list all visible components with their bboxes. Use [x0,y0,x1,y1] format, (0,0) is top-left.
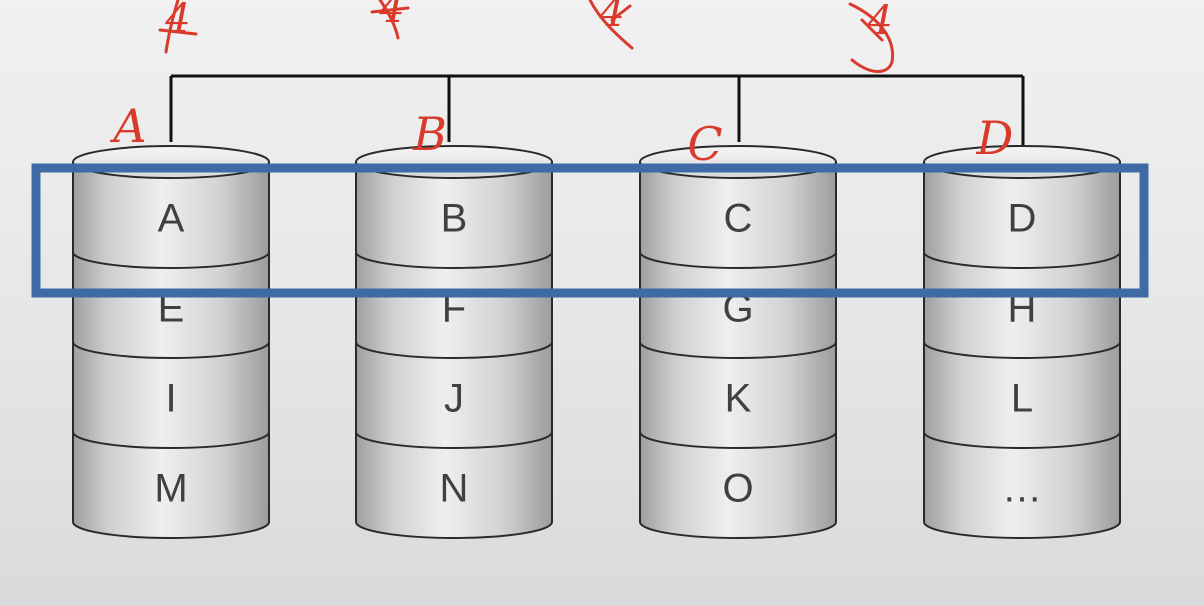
disk-segment-divider [923,341,1121,359]
disk-body [355,161,553,539]
block-label: C [724,197,753,241]
disk-top [923,145,1121,179]
block-label: N [440,467,469,511]
handwritten-top-mark: 4 [164,0,190,42]
block-label: K [725,377,752,421]
block-label: M [154,467,187,511]
handwritten-arrow-1 [158,0,198,54]
disk-segment-divider [923,431,1121,449]
disk-segment-divider [72,251,270,269]
disk-array: AEIMBFJNCGKODHL… [72,145,1121,539]
handwritten-disk-labels: A B C D 4 4 4 4 [109,0,1013,171]
handwritten-top-mark: 4 [866,0,892,44]
block-label: D [1008,197,1037,241]
block-label: I [165,377,176,421]
handwritten-label-c: C [687,117,722,171]
handwritten-arrow-3 [588,0,634,50]
block-label: … [1002,467,1042,511]
disk-segment-divider [923,251,1121,269]
handwritten-top-mark: 4 [378,0,404,32]
handwritten-arrow-4 [848,2,895,73]
disk-segment-divider [639,251,837,269]
disk-body [72,161,270,539]
handwritten-arrow-2 [370,0,410,40]
disk-segment-divider [355,251,553,269]
disk-segment-divider [639,431,837,449]
block-label: B [441,197,468,241]
handwritten-label-b: B [412,107,447,161]
connector-bus [169,74,1025,148]
disk-segment-divider [72,341,270,359]
handwritten-label-d: D [976,111,1014,165]
disk-body [923,161,1121,539]
disk-segment-divider [355,341,553,359]
disk-top [72,145,270,179]
handwritten-top-mark: 4 [598,0,624,36]
disk-top [639,145,837,179]
disk-body [639,161,837,539]
disk-segment-divider [639,341,837,359]
handwritten-annotations [158,0,895,73]
block-label: J [444,377,464,421]
disk-segment-divider [355,431,553,449]
stripe-highlight-box [31,163,1149,298]
disk-top [355,145,553,179]
handwritten-label-a: A [109,99,146,153]
block-label: O [722,467,753,511]
disk-d: DHL… [923,145,1121,539]
block-label: L [1011,377,1033,421]
disk-segment-divider [72,431,270,449]
block-label: A [158,197,185,241]
